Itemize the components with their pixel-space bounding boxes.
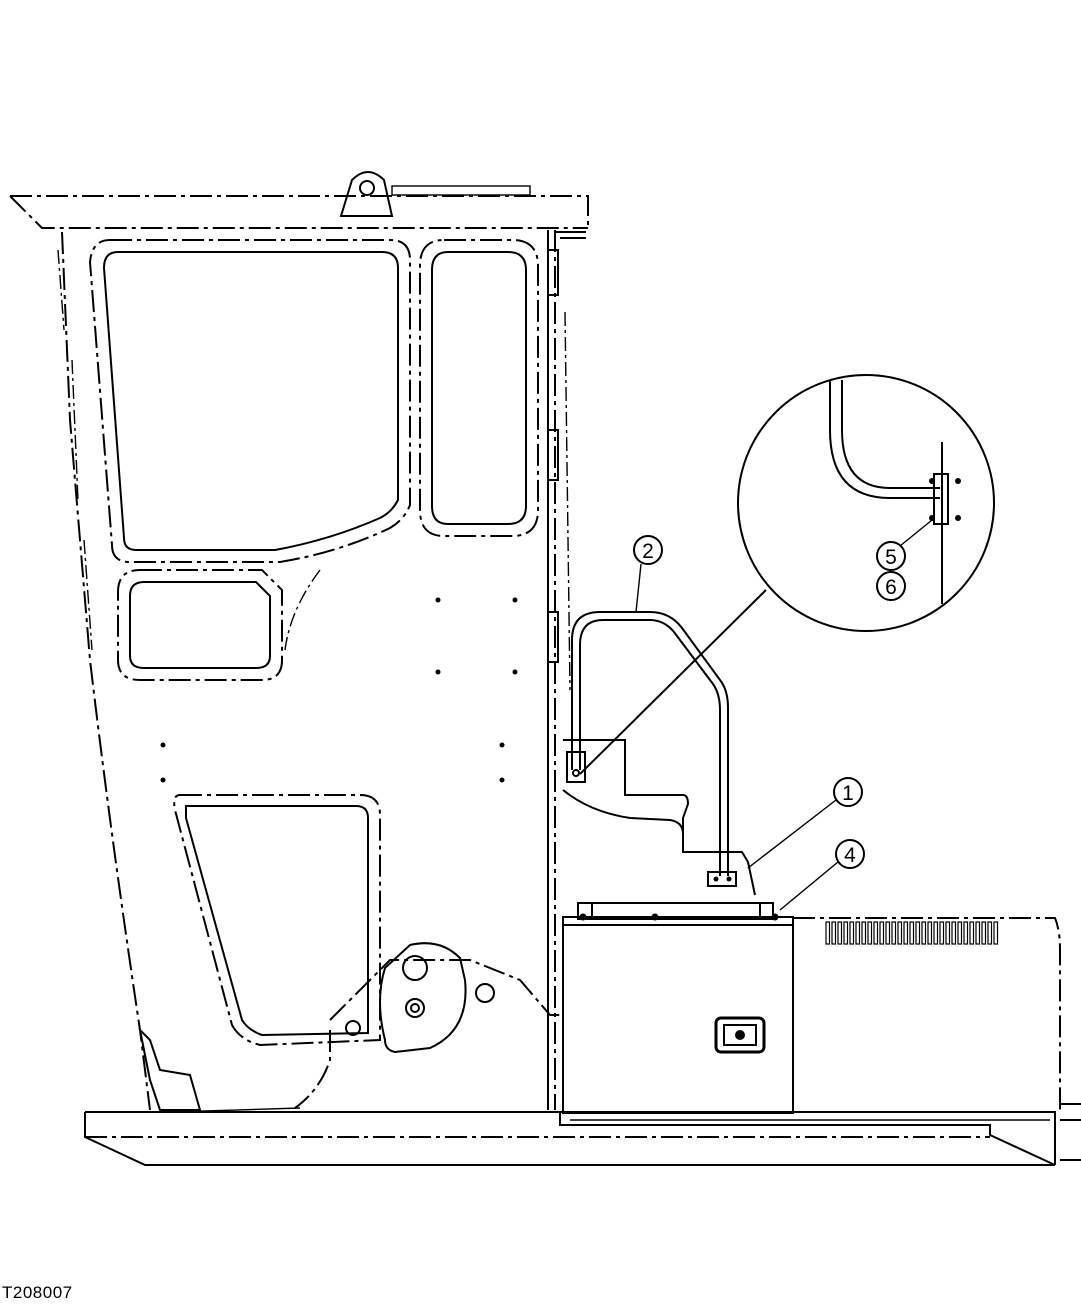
cab-door-window [419, 239, 539, 537]
callout-label: 6 [885, 576, 897, 599]
callout-4: 4 [779, 839, 865, 911]
callout-label: 2 [642, 540, 654, 563]
callout-2: 2 [633, 535, 663, 613]
fastener-dots [160, 597, 518, 783]
callout-label: 4 [844, 844, 856, 867]
vent-slot [993, 921, 999, 945]
boom-pivot-bracket [294, 942, 562, 1109]
vent-slot [933, 921, 939, 945]
vent-slot [849, 921, 855, 945]
vent-slot [963, 921, 969, 945]
vent-slot [915, 921, 921, 945]
vent-slot [855, 921, 861, 945]
vent-slot [951, 921, 957, 945]
vent-slot [921, 921, 927, 945]
vent-slot [825, 921, 831, 945]
hood-vent-grille [825, 921, 999, 945]
detail-view-circle [579, 374, 995, 775]
cab-front-window [88, 239, 411, 563]
vent-slot [831, 921, 837, 945]
vent-slot [879, 921, 885, 945]
machine-frame [84, 1111, 1056, 1166]
cab-roof [9, 171, 589, 239]
cab-body [57, 230, 571, 1111]
vent-slot [909, 921, 915, 945]
vent-slot [969, 921, 975, 945]
door-hinges [547, 249, 559, 663]
vent-slot [897, 921, 903, 945]
vent-slot [939, 921, 945, 945]
box-latch-icon [714, 1016, 766, 1054]
engine-hood [792, 917, 1081, 1161]
vent-slot [837, 921, 843, 945]
callout-label: 5 [885, 546, 897, 569]
vent-slot [885, 921, 891, 945]
vent-slot [843, 921, 849, 945]
vent-slot [981, 921, 987, 945]
vent-slot [987, 921, 993, 945]
figure-id-label: T208007 [2, 1283, 73, 1302]
cab-lower-window [117, 569, 321, 681]
vent-slot [927, 921, 933, 945]
handrail [566, 611, 737, 887]
storage-box [562, 902, 794, 1114]
callout-label: 1 [842, 782, 854, 805]
vent-slot [891, 921, 897, 945]
vent-slot [975, 921, 981, 945]
vent-slot [903, 921, 909, 945]
callout-5: 5 [876, 519, 933, 571]
callout-6: 6 [876, 571, 906, 601]
vent-slot [945, 921, 951, 945]
callout-1: 1 [747, 777, 863, 869]
cab-bottom-window [173, 794, 381, 1047]
vent-slot [867, 921, 873, 945]
lower-step [138, 1026, 301, 1113]
step-panel [562, 739, 756, 896]
vent-slot [957, 921, 963, 945]
vent-slot [861, 921, 867, 945]
vent-slot [873, 921, 879, 945]
